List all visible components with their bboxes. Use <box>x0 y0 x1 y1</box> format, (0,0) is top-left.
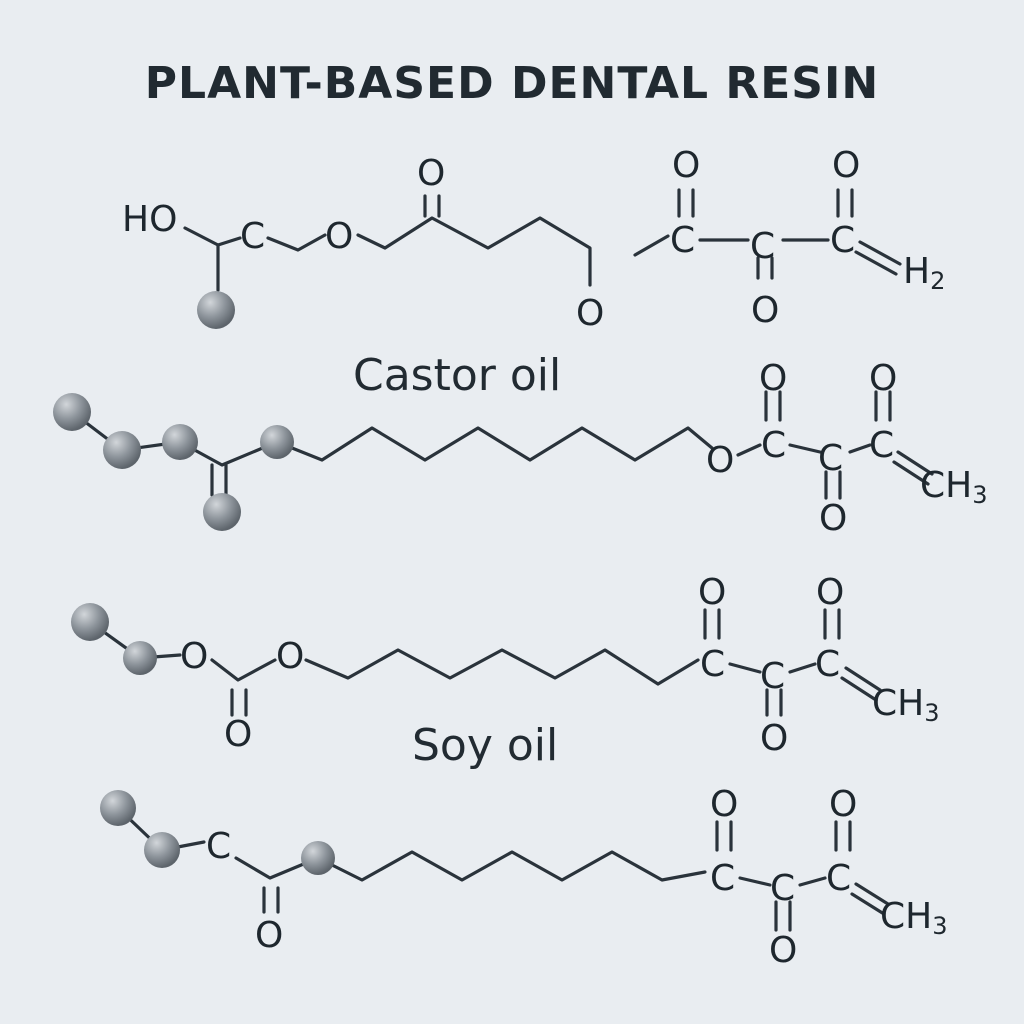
atom-oxygen: O <box>816 572 844 613</box>
atom-carbon: C <box>761 425 786 466</box>
molecule-soy-chain: O O O O C C O C O CH3 <box>71 572 940 759</box>
atom-oxygen: O <box>751 290 779 331</box>
molecule-castor-chain: O C O C O C O CH3 <box>53 358 988 539</box>
atom-carbon: C <box>750 226 775 267</box>
atom-carbon: C <box>670 220 695 261</box>
diagram-title: PLANT-BASED DENTAL RESIN <box>145 58 879 109</box>
atom-h2: H2 <box>903 251 945 295</box>
atom-oxygen: O <box>255 915 283 956</box>
atom-oxygen: O <box>869 358 897 399</box>
atom-ch3: CH3 <box>880 896 948 940</box>
atom-carbon: C <box>240 216 265 257</box>
atom-carbon: C <box>700 644 725 685</box>
atom-carbon: C <box>760 656 785 697</box>
atom-oxygen: O <box>769 930 797 971</box>
atom-oxygen: O <box>832 145 860 186</box>
atom-sphere <box>260 425 294 459</box>
atom-oxygen: O <box>819 498 847 539</box>
atom-oxygen: O <box>759 358 787 399</box>
atom-sphere <box>123 641 157 675</box>
atom-sphere <box>71 603 109 641</box>
atom-oxygen: O <box>829 784 857 825</box>
atom-sphere <box>53 393 91 431</box>
atom-oxygen: O <box>576 293 604 334</box>
atom-oxygen: O <box>180 636 208 677</box>
atom-carbon: C <box>830 220 855 261</box>
atom-oxygen: O <box>672 145 700 186</box>
atom-oxygen: O <box>710 784 738 825</box>
atom-oxygen: O <box>698 572 726 613</box>
atom-carbon: C <box>869 425 894 466</box>
atom-carbon: C <box>818 438 843 479</box>
molecule-acrylate-top: O C C C O O H2 <box>633 145 945 331</box>
atom-sphere <box>203 493 241 531</box>
atom-carbon: C <box>826 858 851 899</box>
atom-ch3: CH3 <box>872 683 940 727</box>
atom-oxygen: O <box>417 153 445 194</box>
atom-sphere <box>197 291 235 329</box>
atom-oxygen: O <box>276 636 304 677</box>
atom-oxygen: O <box>706 440 734 481</box>
label-castor-oil: Castor oil <box>353 350 561 401</box>
atom-sphere <box>301 841 335 875</box>
atom-oxygen: O <box>760 718 788 759</box>
atom-sphere <box>103 431 141 469</box>
label-soy-oil: Soy oil <box>412 720 558 771</box>
atom-carbon: C <box>710 858 735 899</box>
atom-ch3: CH3 <box>920 465 988 509</box>
atom-carbon: C <box>815 644 840 685</box>
atom-sphere <box>144 832 180 868</box>
atom-ho: HO <box>122 199 177 240</box>
atom-oxygen: O <box>325 216 353 257</box>
molecule-castor-top: HO C O O O <box>122 153 604 334</box>
atom-carbon: C <box>206 826 231 867</box>
atom-carbon: C <box>770 868 795 909</box>
atom-sphere <box>162 424 198 460</box>
atom-oxygen: O <box>224 714 252 755</box>
molecule-bottom-chain: C O O C C O C O CH3 <box>100 784 948 971</box>
atom-sphere <box>100 790 136 826</box>
